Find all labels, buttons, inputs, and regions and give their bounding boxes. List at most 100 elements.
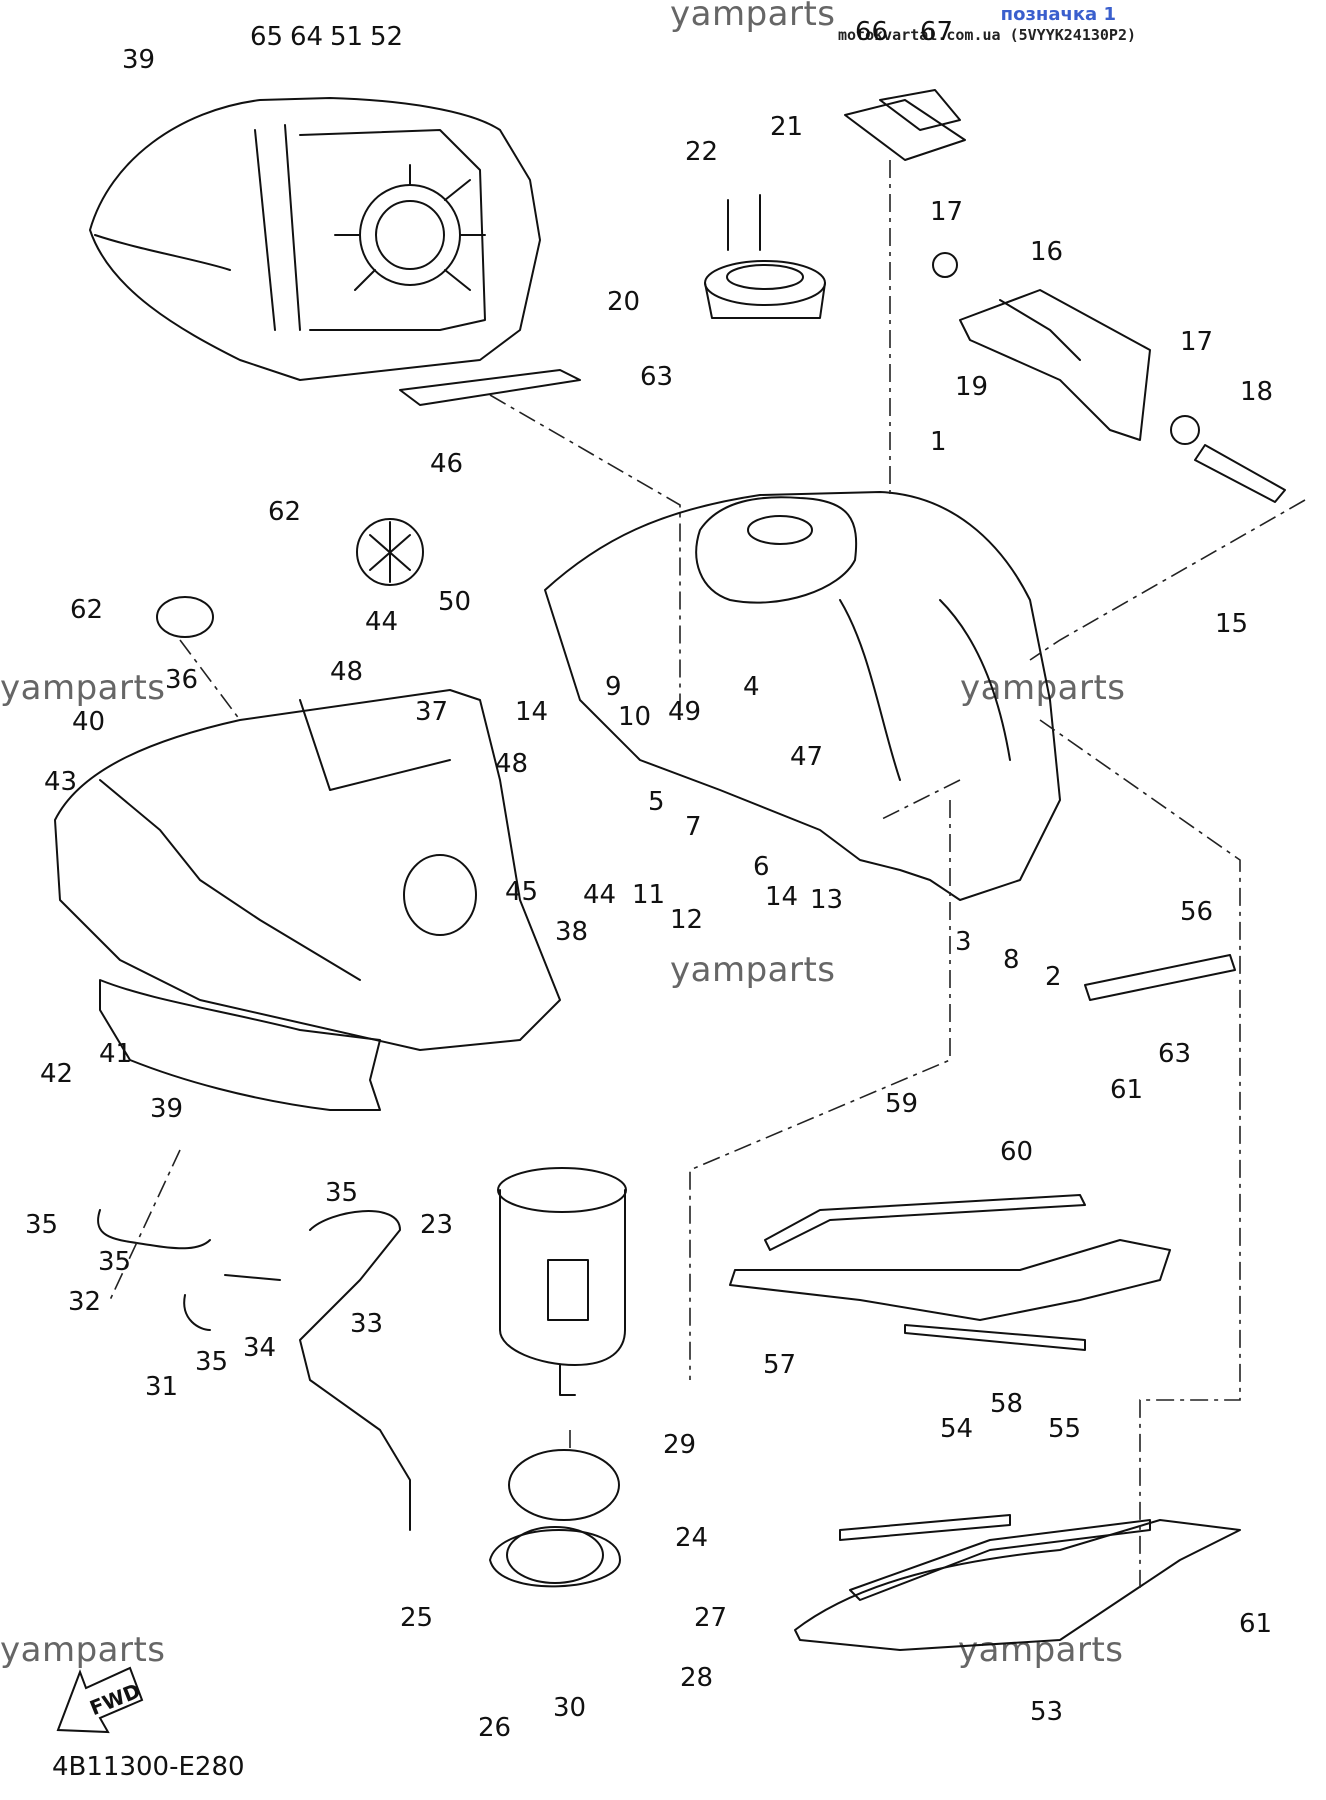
part-callout: 20 (607, 287, 640, 317)
diagram-code: 4B11300-E280 (52, 1752, 245, 1782)
lower-cover-part (99, 979, 381, 1111)
watermark: yamparts (0, 1630, 166, 1670)
part-callout: 14 (515, 697, 548, 727)
gasket-part (508, 1449, 620, 1521)
part-callout: 65 (250, 22, 283, 52)
part-callout: 14 (765, 882, 798, 912)
part-callout: 4 (743, 672, 760, 702)
part-callout: 63 (640, 362, 673, 392)
watermark: yamparts (0, 668, 166, 708)
part-callout: 27 (694, 1603, 727, 1633)
pump-plate-part (489, 1526, 621, 1588)
part-callout: 17 (1180, 327, 1213, 357)
part-callout: 39 (150, 1094, 183, 1124)
part-callout: 58 (990, 1389, 1023, 1419)
part-callout: 33 (350, 1309, 383, 1339)
watermark: yamparts (670, 0, 836, 34)
part-callout: 23 (420, 1210, 453, 1240)
fuel-tank-part (544, 491, 1061, 901)
note-label: позначка 1 (1000, 4, 1116, 25)
part-callout: 18 (1240, 377, 1273, 407)
part-callout: 64 (290, 22, 323, 52)
part-callout: 41 (99, 1039, 132, 1069)
part-callout: 1 (930, 427, 947, 457)
part-callout: 44 (365, 607, 398, 637)
part-callout: 51 (330, 22, 363, 52)
part-callout: 7 (685, 812, 702, 842)
watermark: yamparts (670, 950, 836, 990)
bracket-part (932, 252, 1286, 503)
part-callout: 22 (685, 137, 718, 167)
part-callout: 31 (145, 1372, 178, 1402)
part-callout: 16 (1030, 237, 1063, 267)
part-callout: 36 (165, 665, 198, 695)
leader-lines (109, 160, 1306, 1590)
part-callout: 9 (605, 672, 622, 702)
part-callout: 62 (70, 595, 103, 625)
part-callout: 32 (68, 1287, 101, 1317)
part-callout: 56 (1180, 897, 1213, 927)
part-callout: 13 (810, 885, 843, 915)
fuel-pump-part (497, 1167, 627, 1396)
part-callout: 15 (1215, 609, 1248, 639)
part-callout: 30 (553, 1693, 586, 1723)
fwd-arrow-icon: FWD (56, 1666, 144, 1734)
part-callout: 50 (438, 587, 471, 617)
part-callout: 54 (940, 1414, 973, 1444)
warning-labels-part (844, 89, 966, 161)
part-callout: 25 (400, 1603, 433, 1633)
part-callout: 26 (478, 1713, 511, 1743)
part-callout: 12 (670, 905, 703, 935)
part-callout: 19 (955, 372, 988, 402)
part-callout: 45 (505, 877, 538, 907)
part-callout: 10 (618, 702, 651, 732)
part-callout: 38 (555, 917, 588, 947)
part-callout: 47 (790, 742, 823, 772)
part-callout: 28 (680, 1663, 713, 1693)
part-callout: 62 (268, 497, 301, 527)
part-callout: 67 (920, 17, 953, 47)
part-callout: 60 (1000, 1137, 1033, 1167)
part-callout: 2 (1045, 962, 1062, 992)
part-callout: 42 (40, 1059, 73, 1089)
breather-hose-part (97, 1209, 411, 1531)
emblem-part (156, 518, 424, 638)
part-callout: 35 (195, 1347, 228, 1377)
part-callout: 29 (663, 1430, 696, 1460)
part-callout: 24 (675, 1523, 708, 1553)
part-callout: 46 (430, 449, 463, 479)
part-callout: 40 (72, 707, 105, 737)
part-callout: 37 (415, 697, 448, 727)
part-callout: 35 (25, 1210, 58, 1240)
part-callout: 39 (122, 45, 155, 75)
side-panel-part (729, 1194, 1171, 1351)
part-callout: 52 (370, 22, 403, 52)
part-callout: 61 (1110, 1075, 1143, 1105)
part-callout: 48 (330, 657, 363, 687)
part-callout: 21 (770, 112, 803, 142)
part-callout: 57 (763, 1350, 796, 1380)
trim-strip-part (1084, 954, 1236, 1001)
seat-cover-part (89, 97, 541, 381)
part-callout: 17 (930, 197, 963, 227)
source-line: motokvartal.com.ua (5VYYK24130P2) (837, 26, 1136, 44)
lower-side-panel-part (794, 1514, 1241, 1651)
part-callout: 5 (648, 787, 665, 817)
part-callout: 8 (1003, 945, 1020, 975)
part-callout: 48 (495, 749, 528, 779)
part-callout: 44 (583, 880, 616, 910)
part-callout: 6 (753, 852, 770, 882)
side-cover-part (54, 689, 561, 1051)
part-callout: 66 (855, 17, 888, 47)
fuel-cap-part (704, 194, 826, 319)
part-callout: 59 (885, 1089, 918, 1119)
part-callout: 35 (325, 1178, 358, 1208)
part-callout: 35 (98, 1247, 131, 1277)
part-callout: 43 (44, 767, 77, 797)
part-callout: 49 (668, 697, 701, 727)
part-callout: 55 (1048, 1414, 1081, 1444)
part-callout: 3 (955, 927, 972, 957)
